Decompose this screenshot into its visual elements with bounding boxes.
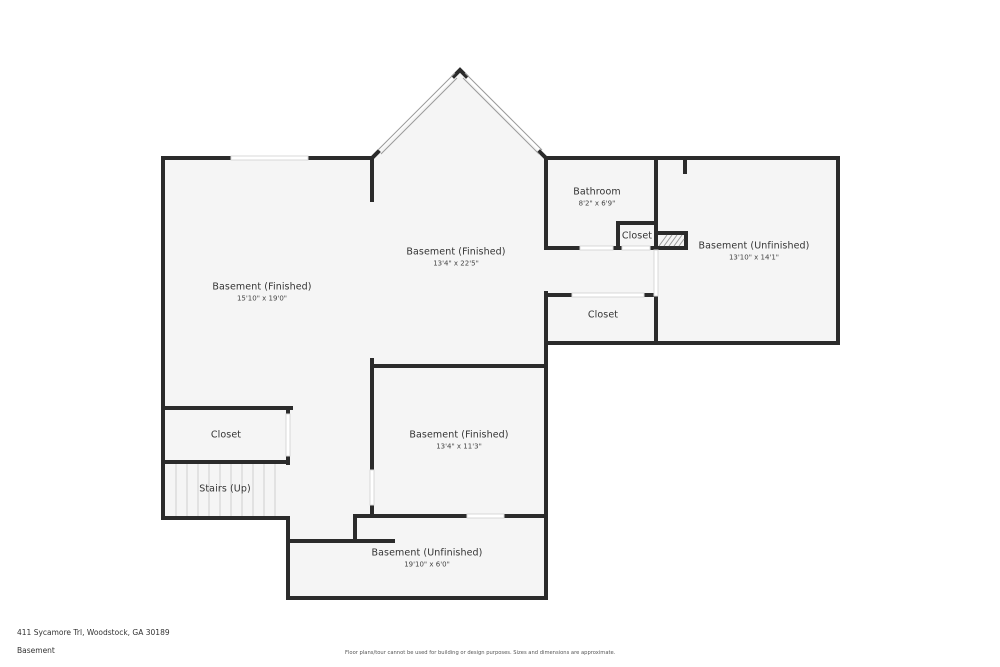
room-dimensions: 13'10" x 14'1" bbox=[728, 253, 780, 262]
room-label-basement-finished-south: Basement (Finished) 13'4" x 11'3" bbox=[409, 430, 508, 451]
room-label-stairs-up: Stairs (Up) bbox=[199, 484, 251, 495]
room-name: Stairs (Up) bbox=[199, 483, 251, 495]
room-dimensions: 13'4" x 22'5" bbox=[433, 259, 479, 268]
room-name: Basement (Unfinished) bbox=[698, 240, 810, 252]
room-name: Basement (Finished) bbox=[409, 429, 509, 441]
room-label-bathroom: Bathroom 8'2" x 6'9" bbox=[573, 187, 620, 208]
room-label-basement-unfinished-east: Basement (Unfinished) 13'10" x 14'1" bbox=[699, 241, 810, 262]
openings bbox=[230, 155, 659, 519]
room-name: Closet bbox=[587, 309, 619, 321]
room-label-basement-unfinished-south: Basement (Unfinished) 19'10" x 6'0" bbox=[372, 548, 483, 569]
room-dimensions: 8'2" x 6'9" bbox=[578, 199, 616, 208]
room-name: Basement (Finished) bbox=[212, 281, 312, 293]
room-label-closet-east: Closet bbox=[588, 310, 618, 321]
room-label-closet-bathroom: Closet bbox=[622, 231, 652, 242]
room-dimensions: 15'10" x 19'0" bbox=[236, 294, 288, 303]
room-dimensions: 13'4" x 11'3" bbox=[436, 442, 482, 451]
room-label-basement-finished-west: Basement (Finished) 15'10" x 19'0" bbox=[212, 282, 311, 303]
room-dimensions: 19'10" x 6'0" bbox=[404, 560, 450, 569]
hatched-chimney bbox=[658, 234, 685, 247]
walls bbox=[161, 67, 840, 600]
room-label-closet-west: Closet bbox=[211, 430, 241, 441]
bay-windows bbox=[377, 72, 543, 155]
stairs-treads bbox=[175, 464, 276, 516]
room-label-basement-finished-center: Basement (Finished) 13'4" x 22'5" bbox=[406, 247, 505, 268]
floor-name: Basement bbox=[17, 646, 55, 655]
room-name: Closet bbox=[210, 429, 242, 441]
room-name: Bathroom bbox=[573, 186, 621, 198]
room-name: Basement (Unfinished) bbox=[371, 547, 483, 559]
room-name: Basement (Finished) bbox=[406, 246, 506, 258]
room-name: Closet bbox=[621, 230, 653, 242]
property-address: 411 Sycamore Trl, Woodstock, GA 30189 bbox=[17, 628, 170, 637]
disclaimer-text: Floor plans/tour cannot be used for buil… bbox=[345, 650, 616, 656]
